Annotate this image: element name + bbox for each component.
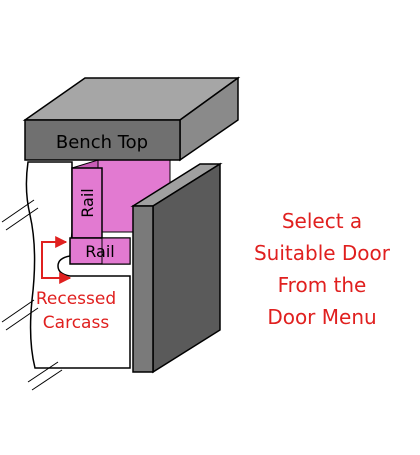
instruction-line4: Door Menu — [267, 305, 376, 329]
rail-horizontal-label: Rail — [85, 242, 114, 261]
bench-top-label: Bench Top — [56, 132, 148, 153]
instruction-line1: Select a — [282, 209, 362, 233]
rail-vertical-label: Rail — [78, 188, 97, 217]
rail-horizontal-top — [101, 237, 131, 265]
recessed-label-line1: Recessed — [36, 289, 116, 309]
bench-top-front-face — [24, 119, 181, 161]
instruction-line2: Suitable Door — [254, 241, 391, 265]
instruction-line3: From the — [278, 273, 367, 297]
door-front-face — [132, 205, 154, 373]
recessed-label-line2: Carcass — [43, 313, 110, 333]
recessed-indicator-line — [41, 236, 72, 284]
break-lines — [1, 199, 63, 391]
